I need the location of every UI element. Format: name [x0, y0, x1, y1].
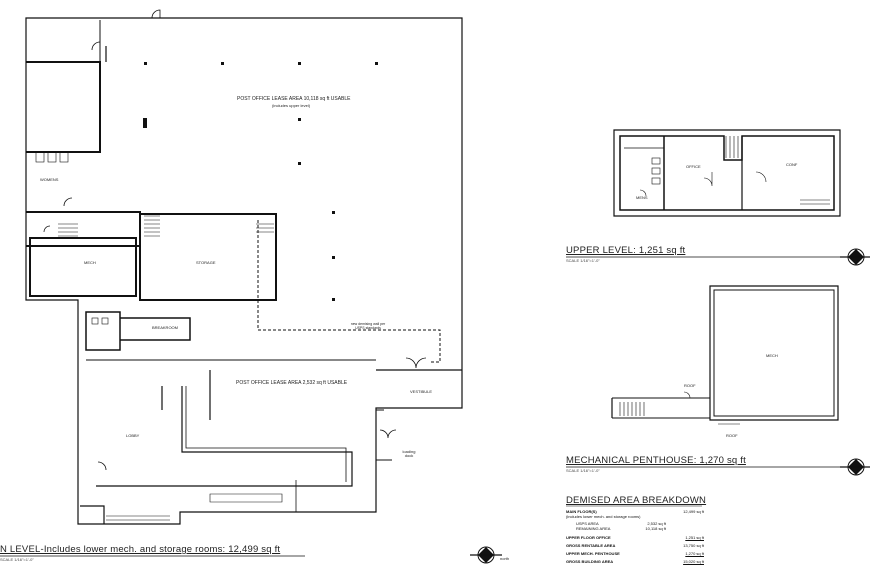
schedule-row: (includes lower mech. and storage rooms) [566, 514, 704, 519]
office-label: OFFICE [686, 164, 701, 169]
penthouse-mech-label: MECH [766, 353, 778, 358]
breakroom-label: BREAKROOM [152, 325, 179, 330]
mens-label: MENS [636, 195, 648, 200]
main-level-scale: SCALE 1/16"=1'-0" [0, 557, 34, 562]
schedule-row-label: UPPER MECH. PENTHOUSE [566, 551, 620, 556]
penthouse-scale: SCALE 1/16"=1'-0" [566, 468, 600, 473]
north-note: north [500, 556, 510, 561]
conf-label: CONF [786, 162, 798, 167]
lobby-label: LOBBY [126, 433, 140, 438]
schedule-row-label: UPPER FLOOR OFFICE [566, 535, 611, 540]
lease-area-2-label: POST OFFICE LEASE AREA 2,532 sq ft USABL… [236, 380, 348, 386]
storage-room-walls [139, 213, 277, 301]
schedule-row: USPS AREA 2,532 sq ft [576, 521, 666, 526]
schedule-row: GROSS RENTABLE AREA 13,750 sq ft [566, 543, 704, 548]
schedule-row-value: 1,251 sq ft [685, 535, 704, 540]
schedule-row-value: 15,020 sq ft [683, 559, 704, 564]
north-arrow-penthouse [840, 458, 870, 476]
schedule-row-label: MAIN FLOOR(S) [566, 509, 597, 514]
demising-wall [257, 220, 441, 363]
schedule-row-value: 13,750 sq ft [683, 543, 704, 548]
north-arrow-main [470, 546, 502, 564]
upper-level-scale: SCALE 1/16"=1'-0" [566, 258, 600, 263]
roof-label-1: ROOF [684, 383, 696, 388]
penthouse-title: MECHANICAL PENTHOUSE: 1,270 sq ft [566, 455, 746, 466]
storage-label: STORAGE [196, 260, 216, 265]
schedule-title: DEMISED AREA BREAKDOWN [566, 495, 707, 506]
schedule-row-value: 10,118 sq ft [645, 526, 666, 531]
schedule-row-label: USPS AREA [576, 521, 599, 526]
lease-area-1-note: (includes upper level) [272, 103, 311, 108]
schedule-row-value: 2,532 sq ft [647, 521, 666, 526]
schedule-row-label: GROSS RENTABLE AREA [566, 543, 616, 548]
schedule-row: GROSS BUILDING AREA 15,020 sq ft [566, 559, 704, 564]
mech-label: MECH [84, 260, 96, 265]
vestibule-label: VESTIBULE [410, 389, 433, 394]
upper-level-title: UPPER LEVEL: 1,251 sq ft [566, 245, 686, 256]
schedule-row-label: REMAINING AREA [576, 526, 611, 531]
north-arrow-upper [840, 248, 870, 266]
roof-label-2: ROOF [726, 433, 738, 438]
main-level-title: N LEVEL-Includes lower mech. and storage… [0, 544, 281, 555]
demising-wall-label: new demising wall per USPS standards [350, 322, 386, 330]
schedule-row: UPPER FLOOR OFFICE 1,251 sq ft [566, 535, 704, 540]
schedule-row-value: 12,499 sq ft [683, 509, 704, 514]
schedule-row-label: (includes lower mech. and storage rooms) [566, 514, 641, 519]
schedule-row-label: GROSS BUILDING AREA [566, 559, 614, 564]
loading-dock-label: loading dock [402, 449, 416, 458]
womens-label: WOMENS [40, 177, 59, 182]
schedule-row: REMAINING AREA 10,118 sq ft [576, 526, 666, 531]
main-building-outline [25, 17, 463, 525]
schedule-row: UPPER MECH. PENTHOUSE 1,270 sq ft [566, 551, 704, 556]
upper-level-outline [613, 129, 841, 217]
schedule-row-value: 1,270 sq ft [685, 551, 704, 556]
schedule-row: MAIN FLOOR(S) 12,499 sq ft [566, 509, 704, 514]
penthouse-outline [709, 285, 839, 421]
lease-area-1-label: POST OFFICE LEASE AREA 10,118 sq ft USAB… [237, 96, 351, 102]
